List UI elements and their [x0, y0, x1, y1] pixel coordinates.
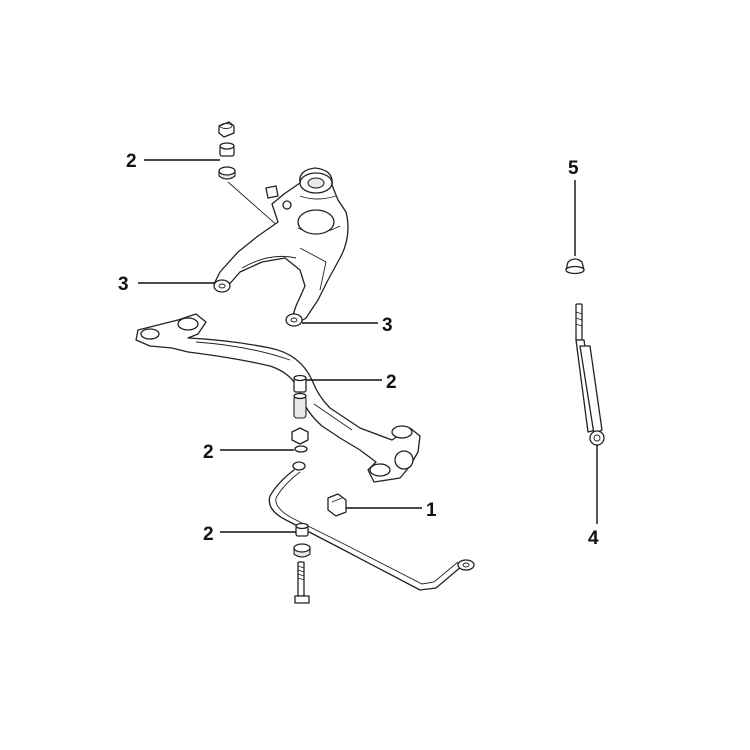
anti-roll-bar	[268, 461, 475, 591]
anti-roll-bar-bush	[327, 493, 347, 517]
callout-middle-bush-upper: 2	[306, 372, 397, 393]
rear-subframe	[135, 313, 421, 483]
top-bush-stack	[218, 121, 236, 180]
callout-label-1: 1	[426, 500, 437, 521]
callout-middle-bush-lower: 2	[203, 442, 294, 463]
callout-label-3-left: 3	[118, 274, 129, 295]
shock-bump-stop	[565, 258, 585, 275]
callout-label-2-middle-upper: 2	[386, 372, 397, 393]
callout-shock-absorber: 4	[588, 445, 599, 549]
callout-label-3-right: 3	[382, 315, 393, 336]
callout-label-2-middle-lower: 2	[203, 442, 214, 463]
trailing-arm	[213, 167, 349, 327]
callout-bump-stop: 5	[568, 158, 579, 256]
callout-arm-bush-left: 3	[118, 274, 214, 295]
callout-label-2-bottom: 2	[203, 524, 214, 545]
callout-label-4: 4	[588, 528, 599, 549]
callout-top-bush: 2	[126, 151, 220, 172]
callout-bottom-bush: 2	[203, 524, 296, 545]
bottom-bush-stack	[293, 522, 311, 604]
callout-label-2-top: 2	[126, 151, 137, 172]
shock-absorber	[575, 303, 605, 446]
callout-arm-bush-right: 3	[302, 315, 393, 336]
middle-bush-stack	[291, 374, 309, 453]
callout-label-5: 5	[568, 158, 579, 179]
callout-anti-roll-bar-bush: 1	[346, 500, 437, 521]
